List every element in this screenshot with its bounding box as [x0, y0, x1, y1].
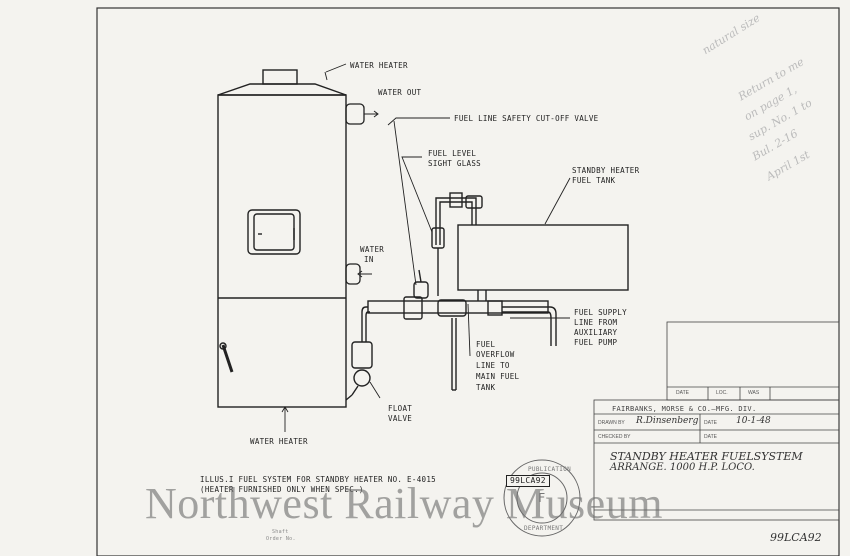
drawing-title-1: STANDBY HEATER FUELSYSTEM [610, 450, 803, 463]
stamp-middle-text: F [538, 491, 546, 505]
fuel-piping [345, 192, 557, 401]
caption-line-1: ILLUS.I FUEL SYSTEM FOR STANDBY HEATER N… [200, 475, 436, 484]
drawing-number: 99LCA92 [770, 531, 822, 544]
label-water-heater-top: WATER HEATER [350, 61, 408, 70]
caption-line-2: (HEATER FURNISHED ONLY WHEN SPEC.) [200, 485, 364, 494]
date-label: DATE [704, 420, 717, 426]
water-heater [217, 69, 347, 408]
label-overflow-2: OVERFLOW [476, 350, 515, 359]
drawn-by-signature: R.Dinsenberg [636, 416, 699, 426]
water-out-pipe [345, 103, 379, 125]
label-float-valve-1: FLOAT [388, 404, 413, 413]
checked-by-label: CHECKED BY [598, 434, 631, 440]
label-safety-cutoff-valve: FUEL LINE SAFETY CUT-OFF VALVE [454, 114, 599, 123]
label-overflow-3: LINE TO [476, 361, 510, 370]
label-fuel-supply-3: AUXILIARY [574, 328, 618, 337]
label-float-valve-2: VALVE [388, 414, 413, 423]
rev-col-was: WAS [748, 390, 760, 396]
label-overflow-1: FUEL [476, 340, 496, 349]
label-fuel-level-2: SIGHT GLASS [428, 159, 481, 168]
label-water-in-1: WATER [360, 245, 385, 254]
label-fuel-supply-4: FUEL PUMP [574, 338, 618, 347]
drawing-border [96, 7, 840, 556]
date-value: 10-1-48 [736, 416, 771, 426]
stamp-drawing-number: 99LCA92 [506, 475, 550, 487]
water-in-pipe [345, 263, 372, 285]
label-overflow-4: MAIN FUEL [476, 372, 520, 381]
label-fuel-level-1: FUEL LEVEL [428, 149, 477, 158]
label-overflow-5: TANK [476, 383, 496, 392]
museum-watermark: Northwest Railway Museum [145, 479, 663, 528]
label-fuel-supply-2: LINE FROM [574, 318, 618, 327]
label-fuel-supply-1: FUEL SUPPLY [574, 308, 627, 317]
drawing-title-2: ARRANGE. 1000 H.P. LOCO. [610, 462, 755, 473]
label-water-heater-bottom: WATER HEATER [250, 437, 308, 446]
standby-heater-fuel-tank [457, 224, 629, 291]
label-water-out: WATER OUT [378, 88, 422, 97]
stamp-bottom-text: DEPARTMENT [524, 525, 564, 532]
shaft-label: Shaft [272, 529, 289, 535]
rev-col-loc: LOC. [716, 390, 728, 396]
order-no-label: Order No. [266, 536, 296, 542]
title-block [593, 321, 840, 521]
rev-col-date: DATE [676, 390, 689, 396]
publication-stamp [503, 459, 581, 537]
date2-label: DATE [704, 434, 717, 440]
stamp-top-text: PUBLICATION [528, 466, 572, 473]
drawn-by-label: DRAWN BY [598, 420, 625, 426]
label-standby-tank-1: STANDBY HEATER [572, 166, 640, 175]
label-water-in-2: IN [364, 255, 374, 264]
label-standby-tank-2: FUEL TANK [572, 176, 616, 185]
company-name: FAIRBANKS, MORSE & CO.—MFG. DIV. [612, 405, 757, 413]
leader-lines [281, 63, 571, 432]
